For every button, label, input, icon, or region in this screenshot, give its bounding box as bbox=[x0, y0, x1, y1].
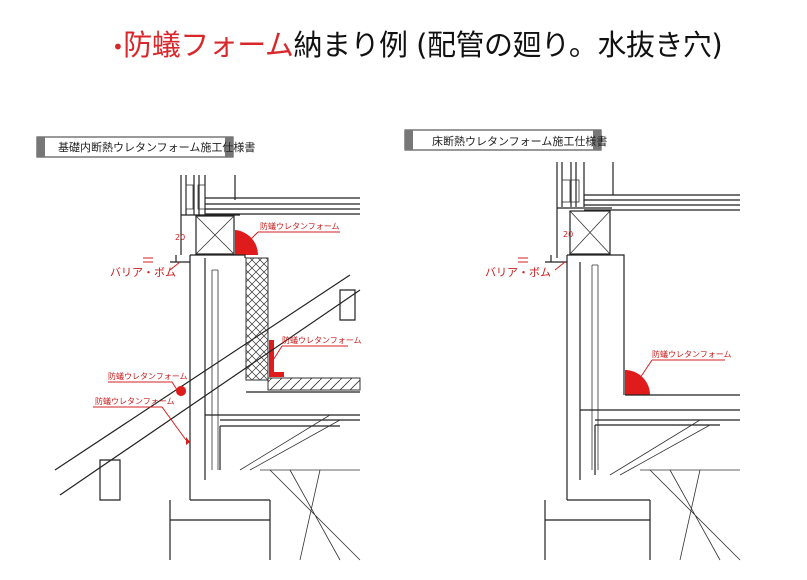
drawing-line bbox=[269, 345, 348, 366]
drawing-line bbox=[54, 274, 361, 496]
left-foam-l bbox=[269, 340, 284, 377]
drawing-line bbox=[544, 499, 651, 560]
drawing-line bbox=[545, 254, 625, 500]
drawing-line bbox=[561, 179, 571, 203]
drawing-line bbox=[518, 257, 566, 271]
drawing-line bbox=[591, 264, 599, 470]
title-bullet: • bbox=[112, 35, 124, 59]
drawing-line bbox=[225, 137, 233, 157]
right-header-box: 床断熱ウレタンフォーム施工仕様書 bbox=[404, 129, 607, 151]
left-diagram: 基礎内断熱ウレタンフォーム施工仕様書 防蟻ウレタンフォーム 防蟻 bbox=[36, 136, 362, 561]
drawing-line bbox=[211, 269, 219, 470]
right-diagram: 床断熱ウレタンフォーム施工仕様書 防蟻ウレタンフォーム 20 バリア・ボム bbox=[404, 129, 741, 561]
left-foam-corner bbox=[235, 230, 259, 255]
drawing-line bbox=[99, 289, 356, 501]
drawing-line bbox=[593, 130, 601, 150]
left-header-text: 基礎内断熱ウレタンフォーム施工仕様書 bbox=[58, 140, 255, 154]
right-barrier-label: バリア・ボム bbox=[485, 266, 551, 279]
drawing-line bbox=[170, 254, 246, 500]
right-dimension: 20 bbox=[563, 230, 573, 239]
left-header-box: 基礎内断熱ウレタンフォーム施工仕様書 bbox=[36, 136, 255, 158]
left-label-1: 防蟻ウレタンフォーム bbox=[260, 221, 340, 231]
drawing-line bbox=[569, 210, 611, 255]
drawing-line bbox=[569, 210, 611, 255]
left-label-2: 防蟻ウレタンフォーム bbox=[282, 335, 362, 345]
drawing-line bbox=[37, 137, 45, 157]
drawing-line bbox=[557, 194, 740, 211]
drawing-line bbox=[239, 414, 341, 471]
left-foam-pipe bbox=[176, 386, 187, 396]
drawing-line bbox=[570, 179, 580, 203]
drawing-line bbox=[243, 231, 340, 247]
drawing-line bbox=[267, 377, 361, 391]
left-dimension: 20 bbox=[175, 233, 185, 242]
drawing-line bbox=[260, 469, 361, 561]
slide-title: •防蟻フォーム納まり例 (配管の廻り。水抜き穴) bbox=[112, 22, 723, 64]
drawing-line bbox=[195, 215, 235, 255]
right-header-text: 床断熱ウレタンフォーム施工仕様書 bbox=[432, 134, 607, 148]
drawing-line bbox=[639, 359, 725, 379]
right-label-1: 防蟻ウレタンフォーム bbox=[652, 349, 732, 359]
drawing-line bbox=[143, 257, 181, 271]
title-red-part: 防蟻フォーム bbox=[123, 28, 294, 62]
drawing-line bbox=[245, 257, 269, 381]
drawing-line bbox=[205, 391, 360, 470]
drawing-line bbox=[405, 130, 413, 150]
right-foam-corner bbox=[625, 370, 650, 395]
drawing-line bbox=[609, 419, 711, 476]
drawing-line bbox=[185, 184, 194, 210]
drawing-line bbox=[186, 437, 190, 445]
drawing-line bbox=[169, 499, 271, 560]
left-barrier-label: バリア・ボム bbox=[110, 266, 176, 279]
drawing-line bbox=[580, 394, 740, 475]
drawing-line bbox=[195, 215, 235, 255]
left-label-4: 防蟻ウレタンフォーム bbox=[95, 396, 175, 406]
drawing-line bbox=[197, 184, 206, 210]
left-label-3: 防蟻ウレタンフォーム bbox=[108, 371, 188, 381]
drawing-line bbox=[640, 469, 741, 561]
drawing-line bbox=[181, 197, 360, 216]
drawing-line bbox=[93, 406, 187, 441]
title-black-part: 納まり例 (配管の廻り。水抜き穴) bbox=[293, 28, 723, 62]
drawing-line bbox=[108, 381, 182, 397]
